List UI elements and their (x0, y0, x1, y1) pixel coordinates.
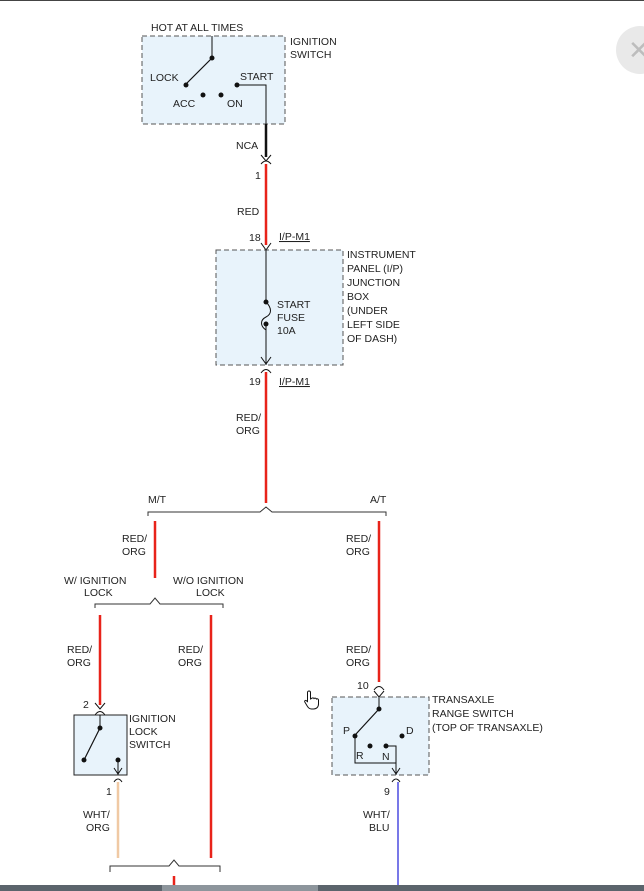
trs-blade (355, 708, 380, 735)
red-label: RED (237, 206, 260, 218)
ign-switch-blade (185, 57, 213, 85)
pin-1-label: 1 (255, 170, 261, 182)
scrollbar-thumb[interactable] (162, 885, 318, 891)
trs-n-wire (386, 745, 397, 775)
pin-2-label: 2 (83, 699, 89, 711)
trs-contact-r (367, 743, 373, 749)
junction-box (215, 249, 344, 366)
pin-1b-label: 1 (106, 786, 112, 798)
red-org-label-f1: RED/ (346, 644, 371, 656)
ign-lock-sw-label-1: IGNITION (129, 713, 176, 725)
nca-label: NCA (236, 140, 258, 152)
ign-contact-on (218, 92, 224, 98)
at-label: A/T (370, 494, 387, 506)
fuse-label-3: 10A (277, 325, 296, 337)
connector-10-arrow (373, 690, 385, 698)
jb-label-2: PANEL (I/P) (347, 263, 403, 275)
ignition-switch-label-2: SWITCH (290, 49, 331, 61)
connector-ipm1-top-label: I/P-M1 (279, 231, 310, 243)
fuse-label-1: START (277, 299, 311, 311)
red-org-label-d2: ORG (178, 657, 202, 669)
wo-ign-lock-label-2: LOCK (196, 587, 225, 599)
mt-label: M/T (148, 494, 167, 506)
wo-ign-lock-label-1: W/O IGNITION (173, 575, 244, 587)
trs-label-3: (TOP OF TRANSAXLE) (432, 722, 543, 734)
close-button[interactable]: ✕ (616, 26, 644, 74)
wht-blu-label-1: WHT/ (363, 809, 390, 821)
w-ign-lock-label-1: W/ IGNITION (64, 575, 126, 587)
ils-contact-left (81, 757, 87, 763)
ign-contact-acc (200, 92, 206, 98)
connector-1b-cup (113, 778, 123, 783)
ils-blade (84, 727, 101, 759)
bottom-merge-brace (109, 859, 221, 872)
connector-pin-cup (260, 160, 272, 165)
jb-bottom-arrow (260, 356, 272, 365)
mt-at-split-brace (147, 506, 387, 516)
red-org-label-a2: ORG (236, 425, 260, 437)
wht-org-label-2: ORG (86, 822, 110, 834)
trs-p-wire (354, 736, 396, 764)
ign-lock-split-brace (94, 597, 224, 608)
red-org-label-c1: RED/ (67, 644, 92, 656)
red-org-label-c2: ORG (67, 657, 91, 669)
red-org-label-f2: ORG (346, 657, 370, 669)
pin-10-label: 10 (357, 680, 369, 692)
red-org-label-b2: ORG (122, 546, 146, 558)
red-org-label-d1: RED/ (178, 644, 203, 656)
fuse-label-2: FUSE (277, 312, 305, 324)
r-label: R (356, 750, 364, 762)
ign-lock-sw-label-3: SWITCH (129, 739, 170, 751)
p-label: P (343, 725, 350, 737)
acc-label: ACC (173, 98, 196, 110)
d-label: D (406, 725, 414, 737)
red-org-label-e2: ORG (346, 546, 370, 558)
ils-bottom-arrow (113, 767, 123, 775)
start-label: START (240, 71, 274, 83)
bottom-scrollbar[interactable] (0, 885, 644, 891)
hot-at-all-times-label: HOT AT ALL TIMES (151, 22, 243, 34)
ign-lock-sw-label-2: LOCK (129, 726, 158, 738)
red-org-label-e1: RED/ (346, 533, 371, 545)
on-label: ON (227, 98, 243, 110)
jb-label-7: OF DASH) (347, 333, 397, 345)
connector-9-cup (391, 778, 401, 783)
w-ign-lock-label-2: LOCK (84, 587, 113, 599)
trs-label-1: TRANSAXLE (432, 694, 494, 706)
fuse-symbol (261, 301, 271, 331)
close-icon: ✕ (628, 35, 644, 65)
connector-2-cup (94, 711, 106, 716)
wht-blu-label-2: BLU (369, 822, 389, 834)
pin-9-label: 9 (384, 786, 390, 798)
ignition-switch-box (141, 35, 286, 125)
connector-2-arrow (94, 702, 106, 710)
jb-label-3: JUNCTION (347, 277, 400, 289)
n-label: N (382, 751, 390, 763)
pin-19-label: 19 (249, 376, 261, 388)
connector-ipm1-bottom-label: I/P-M1 (279, 376, 310, 388)
ign-start-wire (237, 84, 267, 124)
ignition-switch-label-1: IGNITION (290, 36, 337, 48)
connector-19-cup (260, 369, 272, 374)
trs-contact-d (399, 733, 405, 739)
connector-10-cup (373, 686, 385, 691)
red-org-label-b1: RED/ (122, 533, 147, 545)
jb-label-6: LEFT SIDE (347, 319, 400, 331)
trs-label-2: RANGE SWITCH (432, 708, 514, 720)
jb-label-1: INSTRUMENT (347, 249, 416, 261)
ign-contact-lock (183, 82, 189, 88)
lock-label: LOCK (150, 72, 179, 84)
jb-label-4: BOX (347, 291, 369, 303)
jb-label-5: (UNDER (347, 305, 388, 317)
hand-cursor-icon (304, 690, 319, 710)
red-org-label-a1: RED/ (236, 412, 261, 424)
trs-bottom-arrow (391, 767, 401, 775)
wht-org-label-1: WHT/ (83, 809, 110, 821)
pin-18-label: 18 (249, 232, 261, 244)
